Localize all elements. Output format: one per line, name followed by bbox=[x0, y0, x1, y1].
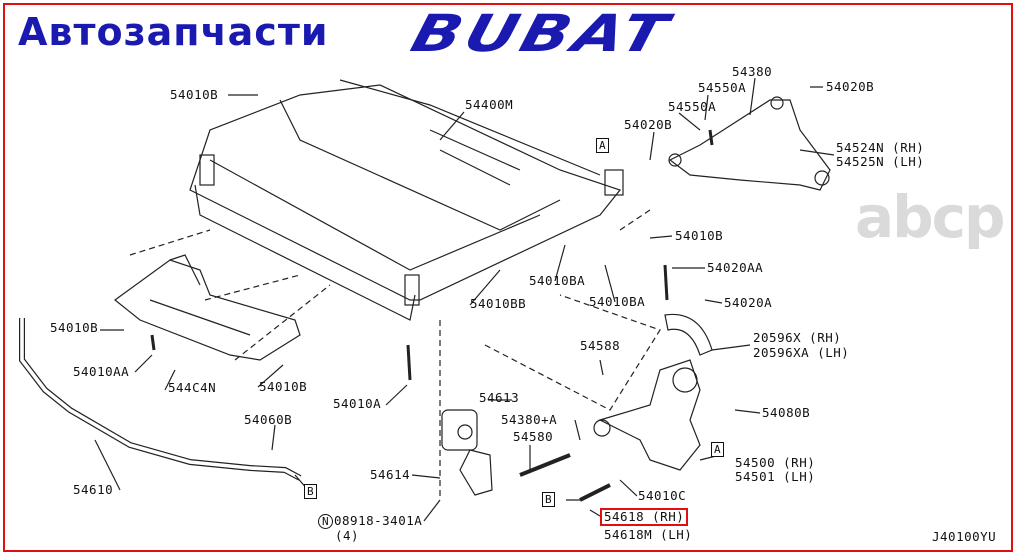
callout-54500-rh: 54500 (RH) bbox=[735, 455, 816, 470]
ref-marker-a-2: A bbox=[711, 442, 724, 457]
callout-54010C: 54010C bbox=[638, 488, 687, 503]
callout-54020A: 54020A bbox=[724, 295, 773, 310]
callout-54010AA: 54010AA bbox=[73, 364, 130, 379]
ref-marker-a: A bbox=[596, 138, 609, 153]
callout-54010BA-2: 54010BA bbox=[589, 294, 646, 309]
callout-54613: 54613 bbox=[479, 390, 520, 405]
callout-54618-rh-highlighted[interactable]: 54618 (RH) bbox=[600, 508, 689, 526]
callout-54380A: 54380+A bbox=[501, 412, 558, 427]
callout-20596X-rh: 20596X (RH) bbox=[753, 330, 842, 345]
watermark-tagline: Автозапчасти bbox=[18, 10, 329, 54]
callout-54501-lh: 54501 (LH) bbox=[735, 469, 816, 484]
watermark-abcp: abcp bbox=[855, 183, 1006, 251]
callout-54580: 54580 bbox=[513, 429, 554, 444]
callout-54010BB: 54010BB bbox=[470, 296, 527, 311]
callout-54020B-2: 54020B bbox=[624, 117, 673, 132]
stabilizer-bar-drawing bbox=[19, 318, 302, 481]
bushing-bracket-drawing bbox=[441, 409, 493, 496]
callout-54020AA: 54020AA bbox=[707, 260, 764, 275]
guide-lines bbox=[129, 209, 661, 500]
n-marker-icon: N bbox=[318, 514, 333, 529]
subframe-drawing bbox=[189, 79, 624, 321]
callout-quantity: (4) bbox=[335, 528, 360, 543]
callout-54614: 54614 bbox=[370, 467, 411, 482]
callout-544C4N: 544C4N bbox=[168, 380, 217, 395]
ref-marker-b-2: B bbox=[542, 492, 555, 507]
callout-54010B-3: 54010B bbox=[675, 228, 724, 243]
callout-54524N-rh: 54524N (RH) bbox=[836, 140, 925, 155]
callout-20596XA-lh: 20596XA (LH) bbox=[753, 345, 850, 360]
ref-marker-b: B bbox=[304, 484, 317, 499]
diagram-frame bbox=[3, 3, 1013, 552]
callout-54010A: 54010A bbox=[333, 396, 382, 411]
callout-54610: 54610 bbox=[73, 482, 114, 497]
callout-54550A-2: 54550A bbox=[668, 99, 717, 114]
callout-54400M: 54400M bbox=[465, 97, 514, 112]
bolts-drawing bbox=[150, 129, 714, 502]
leader-lines bbox=[94, 77, 835, 522]
watermark-brand-logo: BUBAT bbox=[404, 4, 678, 65]
callout-54060B: 54060B bbox=[244, 412, 293, 427]
callout-54525N-lh: 54525N (LH) bbox=[836, 154, 925, 169]
front-member-drawing bbox=[114, 254, 301, 361]
callout-54588: 54588 bbox=[580, 338, 621, 353]
callout-54010B-4: 54010B bbox=[50, 320, 99, 335]
callout-54010B: 54010B bbox=[170, 87, 219, 102]
callout-54010B-5: 54010B bbox=[259, 379, 308, 394]
callout-54010BA: 54010BA bbox=[529, 273, 586, 288]
callout-08918-number: 08918-3401A bbox=[334, 513, 423, 528]
diagram-code: J40100YU bbox=[932, 529, 997, 544]
callout-54618M-lh: 54618M (LH) bbox=[604, 527, 693, 542]
callout-54020B: 54020B bbox=[826, 79, 875, 94]
callout-54380: 54380 bbox=[732, 64, 773, 79]
upper-arm-drawing bbox=[668, 96, 831, 191]
knuckle-lower-arm-drawing bbox=[593, 313, 713, 471]
callout-54080B: 54080B bbox=[762, 405, 811, 420]
callout-54550A: 54550A bbox=[698, 80, 747, 95]
